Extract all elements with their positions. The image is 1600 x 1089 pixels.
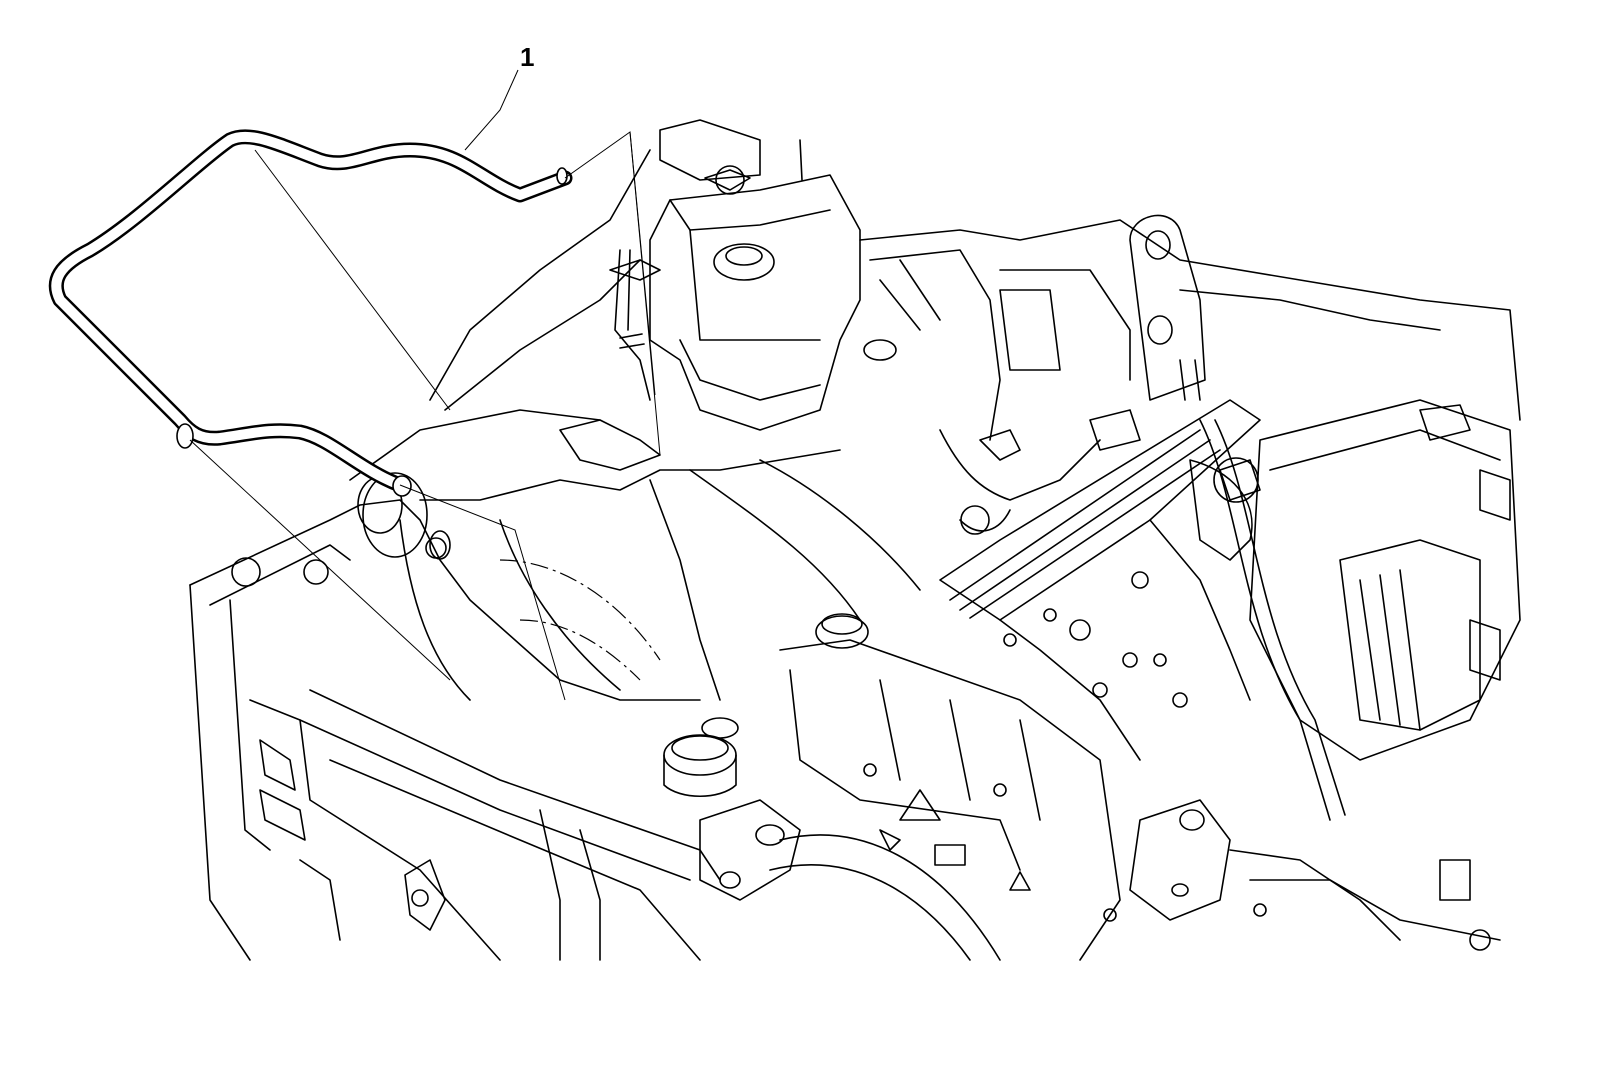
inner-fender-apron	[349, 149, 921, 701]
air-cleaner-housing	[1199, 399, 1521, 821]
coolant-reservoir	[614, 119, 861, 431]
callout-leader-lines	[189, 69, 661, 701]
hose-part-1	[48, 129, 573, 497]
callout-label-1: 1	[520, 42, 535, 72]
engine-valve-cover	[939, 399, 1261, 761]
radiator-cap	[663, 717, 739, 798]
fasteners	[863, 608, 1491, 951]
radiator-support-bracket	[699, 799, 1501, 941]
wiring-harness	[939, 359, 1261, 535]
engine-lift-bracket	[1129, 214, 1206, 401]
front-body-structure	[189, 499, 721, 961]
firewall-cowl	[859, 219, 1521, 441]
radiator-fan-shroud	[769, 613, 1121, 961]
